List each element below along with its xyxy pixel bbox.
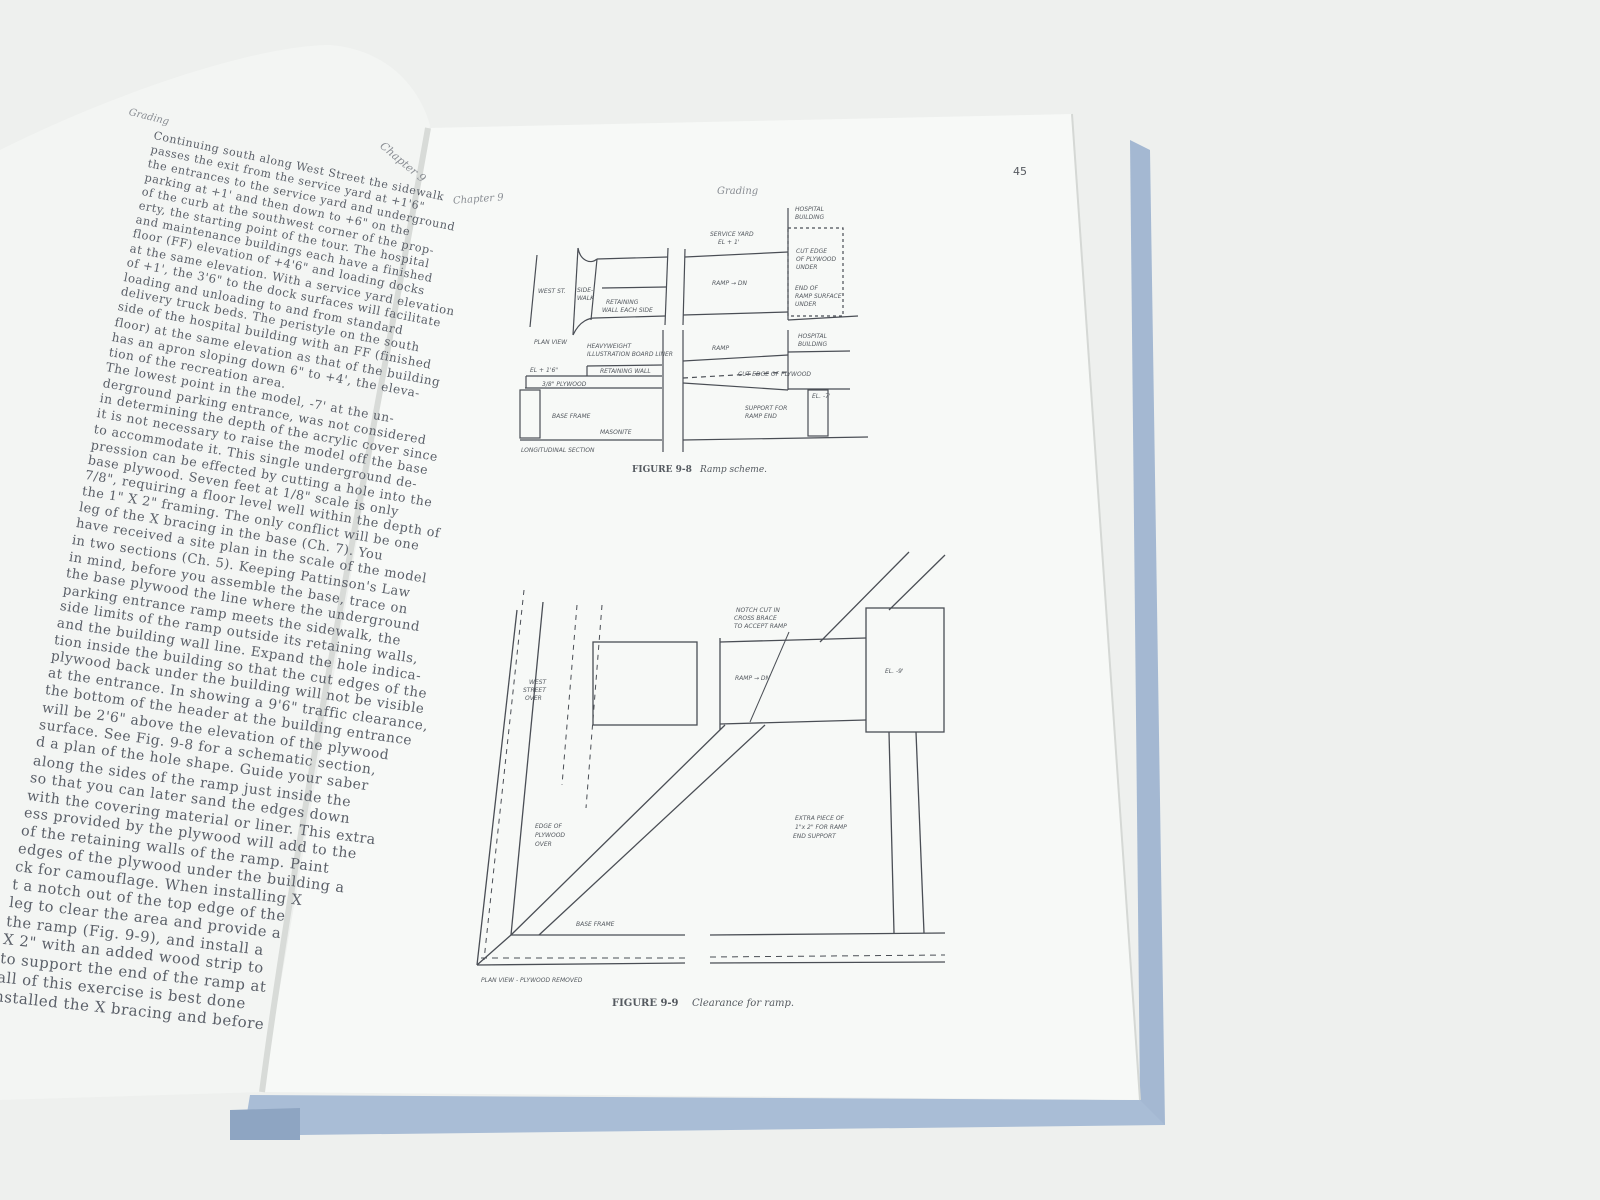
- label-to-accept-ramp: TO ACCEPT RAMP: [734, 623, 787, 630]
- label-ramp-end: RAMP END: [745, 413, 777, 420]
- label-plan-view-plywood-removed: PLAN VIEW - PLYWOOD REMOVED: [481, 977, 583, 984]
- label-1x2-for-ramp: 1"x 2" FOR RAMP: [795, 824, 847, 831]
- label-heavyweight: HEAVYWEIGHT: [587, 343, 633, 350]
- figure-9-9-caption: Clearance for ramp.: [692, 998, 794, 1009]
- label-street: STREET: [523, 687, 547, 694]
- label-under-2: UNDER: [795, 301, 816, 308]
- label-under: UNDER: [796, 264, 817, 271]
- label-over-9-9: OVER: [535, 841, 552, 848]
- label-retaining-wall: RETAINING WALL: [600, 368, 651, 375]
- label-ramp-dn: RAMP → DN: [712, 280, 748, 287]
- label-ramp: RAMP: [712, 345, 729, 352]
- label-hospital: HOSPITAL: [795, 206, 824, 213]
- label-edge-of: EDGE OF: [535, 823, 562, 830]
- svg-text:SIDE-WALK: SIDE-WALK: [577, 287, 595, 302]
- label-cut-edge-of-plywood: CUT EDGE OF PLYWOOD: [738, 371, 811, 378]
- label-hospital-2: HOSPITAL: [798, 333, 827, 340]
- label-el-minus-9: EL. -9': [885, 668, 904, 675]
- label-support-for: SUPPORT FOR: [745, 405, 787, 412]
- label-west: WEST: [529, 679, 548, 686]
- label-notch-cut: NOTCH CUT IN: [736, 607, 780, 614]
- label-side: SIDE-: [577, 287, 593, 294]
- label-of-plywood: OF PLYWOOD: [796, 256, 837, 263]
- figure-9-8-number: FIGURE 9-8: [632, 465, 692, 475]
- figure-9-8-caption: Ramp scheme.: [699, 465, 767, 475]
- label-ramp-dn-9-9: RAMP → DN: [735, 675, 771, 682]
- label-base-frame: BASE FRAME: [552, 413, 591, 420]
- right-running-head: Grading: [717, 186, 759, 197]
- label-el-minus-7: EL. -7': [812, 393, 831, 400]
- label-west-st: WEST ST.: [538, 288, 566, 295]
- label-building: BUILDING: [795, 214, 824, 221]
- figure-9-9-number: FIGURE 9-9: [612, 998, 679, 1009]
- label-walk: WALK: [577, 295, 595, 302]
- label-end-support: END SUPPORT: [793, 833, 837, 840]
- label-retaining: RETAINING: [606, 299, 639, 306]
- label-extra-piece: EXTRA PIECE OF: [795, 815, 845, 822]
- label-plan-view: PLAN VIEW: [534, 339, 568, 346]
- label-longitudinal-section: LONGITUDINAL SECTION: [521, 447, 595, 454]
- label-illustration-board: ILLUSTRATION BOARD LINER: [587, 351, 673, 358]
- label-el-1-6: EL + 1'6": [530, 367, 558, 374]
- label-service-yard: SERVICE YARD: [710, 231, 754, 238]
- page-number: 45: [1013, 165, 1027, 178]
- label-base-frame-9-9: BASE FRAME: [576, 921, 615, 928]
- label-cross-brace: CROSS BRACE: [734, 615, 777, 622]
- label-end-of: END OF: [795, 285, 819, 292]
- label-cut-edge: CUT EDGE: [796, 248, 827, 255]
- label-service-yard-el: EL + 1': [718, 239, 740, 246]
- label-plywood-9-9: PLYWOOD: [535, 832, 565, 839]
- label-masonite: MASONITE: [600, 429, 632, 436]
- label-over: OVER: [525, 695, 542, 702]
- label-building-2: BUILDING: [798, 341, 827, 348]
- label-ramp-surface: RAMP SURFACE: [795, 293, 842, 300]
- label-wall-each-side: WALL EACH SIDE: [602, 307, 653, 314]
- label-plywood: 3/8" PLYWOOD: [542, 381, 587, 388]
